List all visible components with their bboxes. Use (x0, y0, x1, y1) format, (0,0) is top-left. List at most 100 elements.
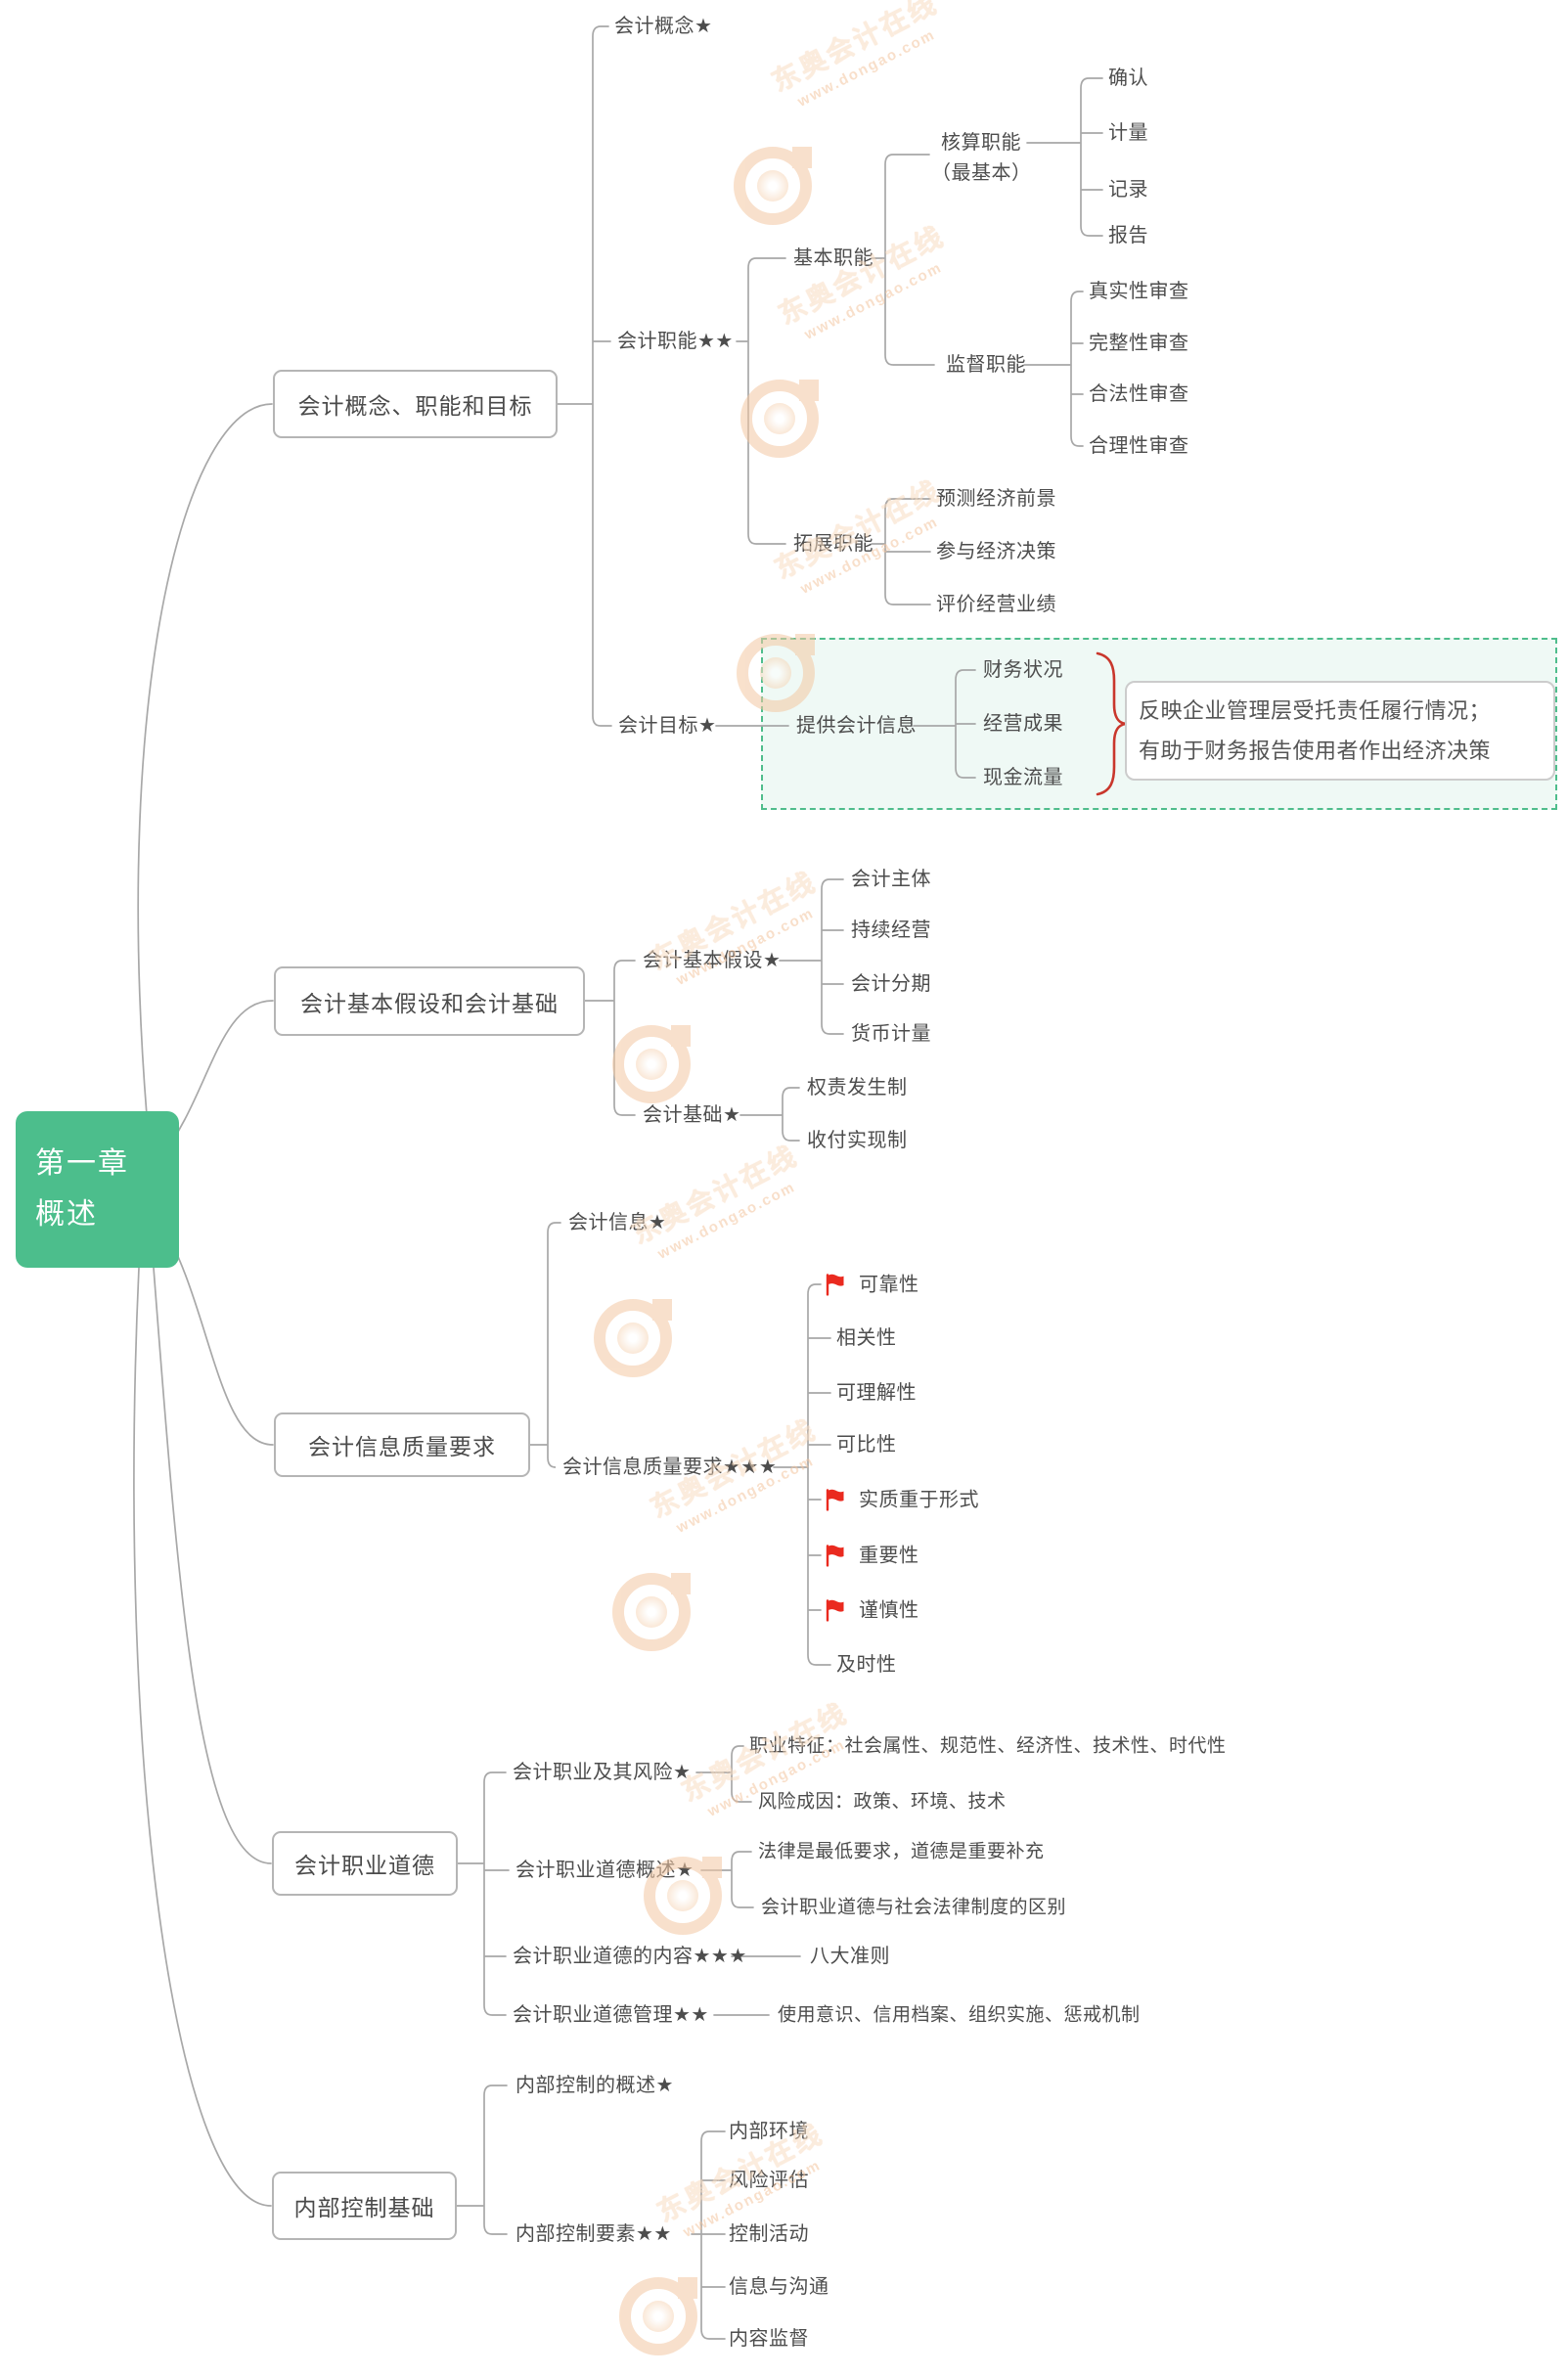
node-substance-over-form[interactable]: 实质重于形式 (825, 1489, 979, 1511)
connector-supervise-func (1023, 291, 1084, 447)
red-flag-icon (825, 1545, 845, 1567)
node-audit-truth[interactable]: 真实性审查 (1089, 281, 1189, 302)
node-monetary-measure[interactable]: 货币计量 (851, 1023, 931, 1045)
node-label: 谨慎性 (859, 1599, 919, 1621)
connector-profession-risk (695, 1745, 752, 1803)
node-going-concern[interactable]: 持续经营 (851, 919, 931, 941)
node-prudence[interactable]: 谨慎性 (825, 1599, 919, 1622)
node-operating-result[interactable]: 经营成果 (983, 713, 1063, 735)
node-internal-environment[interactable]: 内部环境 (729, 2121, 809, 2142)
connector-acc-basis (739, 1087, 800, 1142)
node-ethics-overview[interactable]: 会计职业道德概述★ (515, 1860, 694, 1881)
node-eight-rules[interactable]: 八大准则 (810, 1946, 890, 1967)
node-provide-info[interactable]: 提供会计信息 (796, 715, 917, 737)
node-accounting-period[interactable]: 会计分期 (851, 973, 931, 995)
node-report[interactable]: 报告 (1108, 225, 1148, 247)
red-flag-icon (825, 1489, 845, 1511)
topic-label: 会计信息质量要求 (308, 1434, 496, 1459)
node-accrual-basis[interactable]: 权责发生制 (807, 1077, 908, 1098)
node-evaluate-performance[interactable]: 评价经营业绩 (936, 594, 1056, 615)
node-timeliness[interactable]: 及时性 (836, 1654, 897, 1676)
node-label: 重要性 (859, 1545, 919, 1566)
node-audit-reasonable[interactable]: 合理性审查 (1089, 435, 1189, 457)
red-flag-icon (825, 1274, 845, 1296)
node-join-decision[interactable]: 参与经济决策 (936, 541, 1056, 562)
connector-extend-func (871, 498, 931, 605)
connector-basic-function (871, 154, 935, 366)
node-quality-requirements[interactable]: 会计信息质量要求★★★ (562, 1457, 778, 1478)
root-title-line2: 概述 (35, 1198, 98, 1231)
goal-note-box: 反映企业管理层受托责任履行情况； 有助于财务报告使用者作出经济决策 (1125, 681, 1555, 781)
goal-note-line1: 反映企业管理层受托责任履行情况； (1139, 698, 1492, 723)
node-basic-function[interactable]: 基本职能 (793, 247, 874, 269)
node-control-activities[interactable]: 控制活动 (729, 2223, 809, 2245)
node-ethics-management[interactable]: 会计职业道德管理★★ (513, 2004, 709, 2026)
node-ethics-vs-law[interactable]: 会计职业道德与社会法律制度的区别 (761, 1897, 1067, 1918)
node-relevance[interactable]: 相关性 (836, 1327, 897, 1349)
connector-ic-elements (691, 2130, 726, 2340)
node-profession-traits[interactable]: 职业特征：社会属性、规范性、经济性、技术性、时代性 (749, 1735, 1227, 1757)
node-account-function-sub[interactable]: （最基本） (931, 162, 1032, 184)
node-profession-risk[interactable]: 会计职业及其风险★ (513, 1762, 692, 1783)
connector-account-func (1026, 77, 1103, 237)
red-flag-icon (825, 1599, 845, 1622)
topic-assumptions-basis[interactable]: 会计基本假设和会计基础 (274, 966, 585, 1036)
node-audit-legal[interactable]: 合法性审查 (1089, 383, 1189, 405)
node-comparability[interactable]: 可比性 (836, 1434, 897, 1456)
node-materiality[interactable]: 重要性 (825, 1545, 919, 1567)
connector-provide-info (913, 669, 976, 779)
root-node-chapter1[interactable]: 第一章 概述 (16, 1111, 179, 1268)
node-ic-elements[interactable]: 内部控制要素★★ (515, 2223, 672, 2245)
connector-branch2 (584, 960, 636, 1116)
goal-note-line2: 有助于财务报告使用者作出经济决策 (1139, 739, 1492, 763)
connector-root (133, 403, 274, 2207)
node-content-supervision[interactable]: 内容监督 (729, 2328, 809, 2350)
node-financial-status[interactable]: 财务状况 (983, 659, 1063, 681)
node-basic-assumption[interactable]: 会计基本假设★ (643, 950, 782, 971)
node-cash-flow[interactable]: 现金流量 (983, 767, 1063, 788)
node-risk-causes[interactable]: 风险成因：政策、环境、技术 (758, 1791, 1007, 1813)
node-cash-basis[interactable]: 收付实现制 (807, 1130, 908, 1151)
connector-branch5 (456, 2085, 508, 2235)
node-accounting-info[interactable]: 会计信息★ (568, 1212, 667, 1233)
node-audit-complete[interactable]: 完整性审查 (1089, 333, 1189, 354)
node-reliability[interactable]: 可靠性 (825, 1274, 919, 1296)
connector-ethics-overview (700, 1851, 754, 1908)
connector-basic-assumption (779, 878, 844, 1035)
topic-professional-ethics[interactable]: 会计职业道德 (272, 1831, 458, 1896)
node-predict-economy[interactable]: 预测经济前景 (936, 488, 1056, 510)
node-risk-assessment[interactable]: 风险评估 (729, 2170, 809, 2191)
node-supervise-function[interactable]: 监督职能 (946, 354, 1026, 376)
node-account-function[interactable]: 核算职能 (941, 132, 1021, 154)
node-accounting-concept[interactable]: 会计概念★ (614, 16, 713, 37)
node-record[interactable]: 记录 (1108, 179, 1148, 201)
connector-branch1 (557, 25, 612, 727)
connector-branch4 (457, 1771, 510, 2016)
node-label: 实质重于形式 (859, 1489, 979, 1510)
node-info-communication[interactable]: 信息与沟通 (729, 2276, 829, 2298)
topic-label: 会计基本假设和会计基础 (300, 990, 559, 1016)
topic-info-quality[interactable]: 会计信息质量要求 (274, 1412, 530, 1477)
topic-concept-function-goal[interactable]: 会计概念、职能和目标 (273, 370, 558, 438)
node-label: 可靠性 (859, 1274, 919, 1295)
connector-quality-req (773, 1283, 831, 1666)
red-brace (1096, 651, 1127, 796)
node-extend-function[interactable]: 拓展职能 (793, 533, 874, 555)
topic-internal-control[interactable]: 内部控制基础 (272, 2172, 457, 2240)
node-ic-overview[interactable]: 内部控制的概述★ (515, 2075, 674, 2096)
node-accounting-function[interactable]: 会计职能★★ (617, 331, 734, 352)
node-measure[interactable]: 计量 (1108, 122, 1148, 144)
node-accounting-basis[interactable]: 会计基础★ (643, 1104, 741, 1126)
node-confirm[interactable]: 确认 (1108, 67, 1148, 89)
node-law-vs-moral[interactable]: 法律是最低要求，道德是重要补充 (758, 1841, 1045, 1862)
node-understandability[interactable]: 可理解性 (836, 1382, 917, 1404)
node-management-measures[interactable]: 使用意识、信用档案、组织实施、惩戒机制 (778, 2004, 1141, 2026)
connector-b1-function (736, 257, 786, 545)
node-accounting-goal[interactable]: 会计目标★ (618, 715, 717, 737)
node-ethics-content[interactable]: 会计职业道德的内容★★★ (513, 1946, 747, 1967)
topic-label: 内部控制基础 (293, 2195, 435, 2220)
node-accounting-entity[interactable]: 会计主体 (851, 869, 931, 890)
connector-branch3 (529, 1222, 561, 1468)
